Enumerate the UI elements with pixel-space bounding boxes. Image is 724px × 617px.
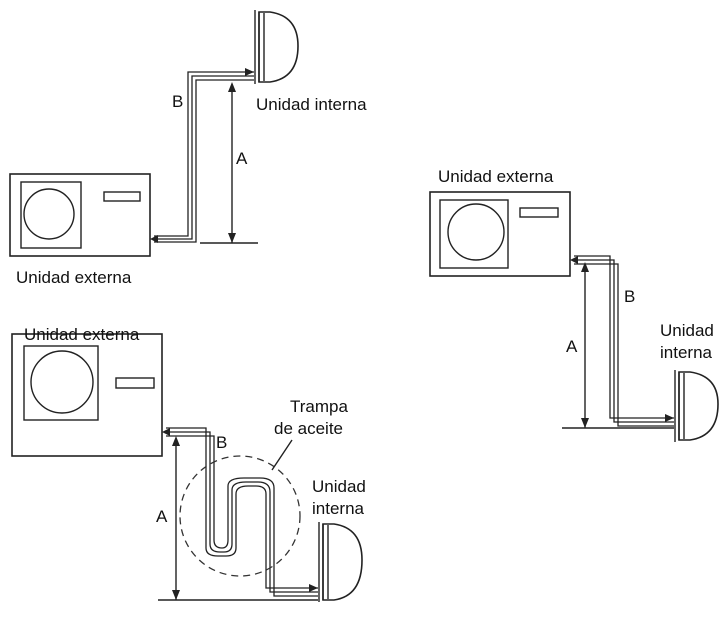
- scenario-bottom-left: A B Unidad externa Trampa de aceite Unid…: [11, 325, 366, 602]
- label-unit-internal-top: Unidad interna: [256, 95, 367, 114]
- indoor-unit-top: [254, 10, 299, 84]
- label-oil-trap-line2: de aceite: [274, 419, 343, 438]
- scenario-top-left: A B Unidad interna Unidad externa: [9, 10, 367, 287]
- dimension-b-label: B: [172, 92, 183, 111]
- dimension-a-right: [562, 262, 674, 429]
- label-unit-internal-bottom-line2: interna: [312, 499, 365, 518]
- dimension-a-label: A: [236, 149, 248, 168]
- dimension-a-bottom-left: [158, 436, 318, 601]
- dimension-a-label-right: A: [566, 337, 578, 356]
- label-oil-trap-line1: Trampa: [290, 397, 348, 416]
- label-unit-internal-right-line1: Unidad: [660, 321, 714, 340]
- dimension-a-label-bottom: A: [156, 507, 168, 526]
- outdoor-unit-right: [429, 191, 571, 277]
- refrigerant-pipe-top-left: [150, 68, 254, 243]
- label-unit-internal-right-line2: interna: [660, 343, 713, 362]
- refrigerant-pipe-bottom-left: [162, 427, 318, 597]
- label-unit-external-right: Unidad externa: [438, 167, 554, 186]
- refrigerant-pipe-right: [570, 255, 674, 427]
- outdoor-unit-bottom-left: [11, 333, 163, 457]
- dimension-b-label-right: B: [624, 287, 635, 306]
- dimension-a-top-left: [200, 82, 258, 244]
- indoor-unit-right: [674, 370, 719, 442]
- label-unit-internal-bottom-line1: Unidad: [312, 477, 366, 496]
- outdoor-unit-top-left: [9, 173, 151, 257]
- label-unit-external-top-left: Unidad externa: [16, 268, 132, 287]
- dimension-b-label-bottom: B: [216, 433, 227, 452]
- indoor-unit-bottom: [318, 522, 363, 602]
- oil-trap-circle: [179, 439, 301, 577]
- scenario-right: A B Unidad externa Unidad interna: [429, 167, 719, 442]
- label-unit-external-bottom-left: Unidad externa: [24, 325, 140, 344]
